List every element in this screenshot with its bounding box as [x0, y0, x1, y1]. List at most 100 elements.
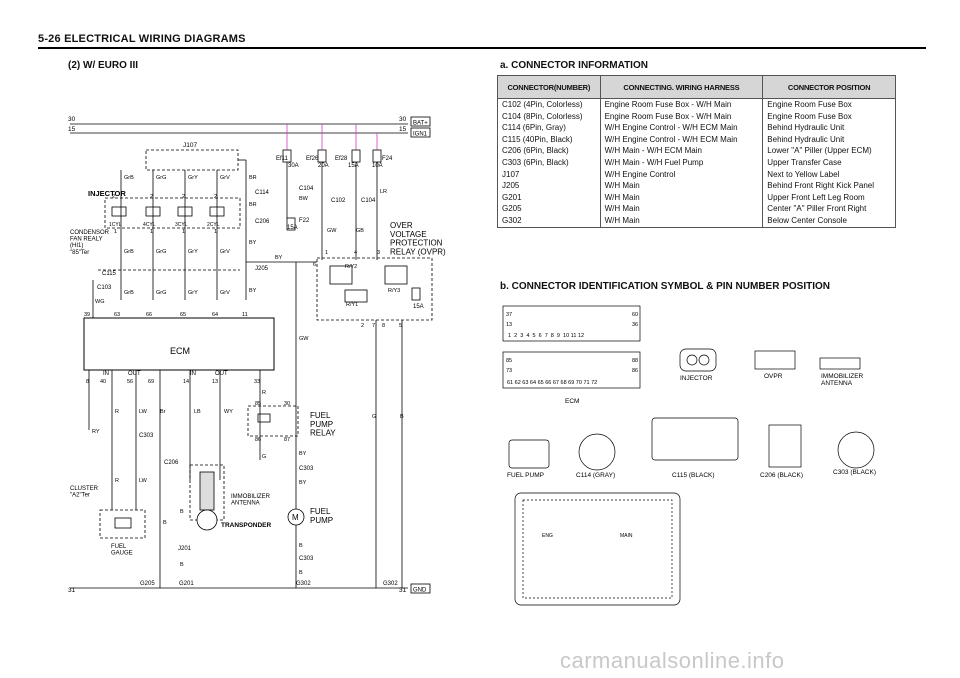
watermark: carmanualsonline.info — [560, 648, 785, 673]
rail-15-right: 15 — [399, 126, 407, 133]
svg-text:56: 56 — [127, 379, 133, 385]
c303-connector — [837, 431, 875, 469]
table-cell: W/H Main — [599, 203, 764, 215]
table-row: C104 (8Pin, Colorless)Engine Room Fuse B… — [497, 110, 896, 123]
svg-text:BR: BR — [249, 175, 257, 181]
c303-caption: C303 (BLACK) — [833, 469, 876, 476]
table-cell: Next to Yellow Label — [762, 168, 896, 181]
g302-label-2: G302 — [383, 581, 398, 587]
fuel-pump-relay-box — [247, 405, 299, 437]
svg-text:B: B — [299, 570, 303, 576]
svg-text:B: B — [163, 520, 167, 526]
table-cell: W/H Main - W/H ECM Main — [599, 145, 764, 157]
fusebox-eng: ENG — [542, 533, 553, 539]
inj-4cyl: 4CYL — [143, 222, 156, 228]
svg-text:65: 65 — [180, 312, 186, 318]
fuse-box-drawing — [514, 492, 681, 606]
svg-text:63: 63 — [114, 312, 120, 318]
svg-text:Br: Br — [160, 409, 166, 415]
fuse-f24: F24 — [382, 156, 393, 162]
fuse-f22: F22 — [299, 218, 310, 224]
svg-text:66: 66 — [146, 312, 152, 318]
injector-caption: INJECTOR — [680, 375, 713, 382]
j201-label: J201 — [178, 546, 192, 552]
c303-label-mid: C303 — [299, 466, 314, 472]
c114-caption: C114 (GRAY) — [576, 472, 615, 479]
svg-text:30: 30 — [284, 401, 290, 407]
svg-text:39: 39 — [84, 312, 90, 318]
svg-text:WG: WG — [95, 299, 104, 305]
svg-text:GrV: GrV — [220, 249, 230, 255]
rail-31-left: 31 — [68, 587, 76, 594]
table-cell: Upper Transfer Case — [762, 156, 896, 169]
svg-text:6: 6 — [313, 262, 316, 268]
ry3-label: R/Y3 — [388, 288, 400, 294]
svg-text:2: 2 — [112, 194, 115, 200]
svg-text:WY: WY — [224, 409, 233, 415]
svg-text:RY: RY — [92, 429, 100, 435]
ecm-out2: OUT — [215, 371, 228, 377]
svg-text:GrY: GrY — [188, 175, 198, 181]
table-cell: Engine Room Fuse Box — [762, 110, 896, 123]
svg-text:GrV: GrV — [220, 175, 230, 181]
ecm-in2: IN — [190, 371, 196, 377]
fuse-ovpr-amp: 15A — [413, 304, 424, 310]
fuse-ef28-amp: 15A — [348, 163, 359, 169]
svg-text:GND: GND — [413, 588, 427, 594]
table-row: C206 (6Pin, Black)W/H Main - W/H ECM Mai… — [497, 145, 896, 157]
fuse-f22-amp: 15A — [287, 225, 298, 231]
ry1-label: R/Y1 — [346, 302, 358, 308]
svg-text:IGN1: IGN1 — [413, 132, 428, 138]
svg-text:BY: BY — [299, 480, 307, 486]
table-cell: W/H Main — [599, 214, 764, 228]
svg-text:1: 1 — [325, 250, 328, 256]
svg-text:11: 11 — [242, 312, 248, 318]
ry2-label: R/Y2 — [345, 264, 357, 270]
ecm-connector-upper — [502, 305, 641, 342]
ecm-connector-lower — [502, 351, 641, 389]
svg-text:LW: LW — [139, 409, 148, 415]
table-cell: Behind Hydraulic Unit — [762, 133, 896, 146]
table-row: C114 (6Pin, Gray)W/H Engine Control - W/… — [497, 122, 896, 134]
c104-label: C104 — [299, 186, 314, 192]
ecm-label: ECM — [170, 346, 190, 356]
table-header: CONNECTOR POSITION — [762, 75, 896, 99]
ecm-out1: OUT — [128, 371, 141, 377]
svg-text:LW: LW — [139, 478, 148, 484]
svg-text:GrV: GrV — [220, 290, 230, 296]
injector-box — [104, 197, 241, 229]
svg-text:B: B — [299, 543, 303, 549]
j107-label: J107 — [183, 142, 197, 149]
svg-text:61 62 63 64 65 66 67 68 69 70: 61 62 63 64 65 66 67 68 69 70 71 72 — [507, 380, 597, 386]
g201-label: G201 — [179, 581, 194, 587]
svg-text:3: 3 — [377, 250, 380, 256]
table-cell: Upper Front Left Leg Room — [762, 191, 896, 204]
table-cell: Lower "A" Piller (Upper ECM) — [762, 145, 896, 157]
svg-text:1: 1 — [182, 229, 185, 235]
svg-text:86: 86 — [632, 368, 638, 374]
table-cell: W/H Engine Control - W/H ECM Main — [599, 133, 764, 146]
cluster-label: CLUSTER"A2"Ter — [70, 486, 99, 499]
c206-connector — [768, 424, 802, 468]
c114-connector — [578, 433, 616, 471]
fuse-ef26: Ef26 — [306, 156, 319, 162]
header-rule — [38, 47, 926, 49]
svg-text:69: 69 — [148, 379, 154, 385]
fuel-pump-motor — [287, 508, 305, 526]
g302-label: G302 — [296, 581, 311, 587]
table-cell: W/H Main — [599, 191, 764, 204]
ecm-caption: ECM — [565, 398, 579, 405]
svg-text:R: R — [115, 478, 119, 484]
c206-label: C206 — [255, 219, 270, 225]
injector-label: INJECTOR — [88, 189, 126, 198]
svg-text:G: G — [372, 414, 376, 420]
connector-info-table: CONNECTOR(NUMBER)CONNECTING. WIRING HARN… — [497, 75, 896, 228]
